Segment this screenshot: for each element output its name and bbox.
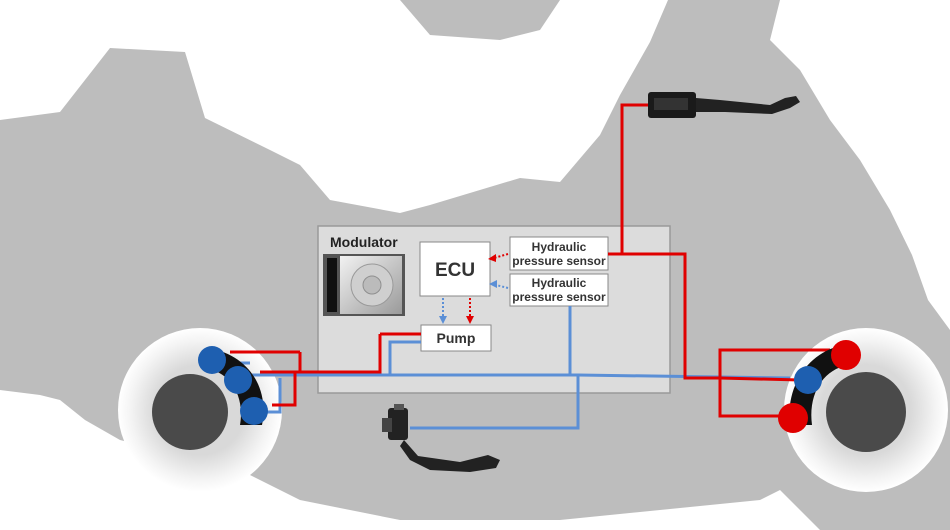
- ecu-label: ECU: [435, 260, 475, 281]
- front-caliper-piston: [240, 397, 268, 425]
- front-caliper: [198, 346, 268, 425]
- modulator-label: Modulator: [330, 234, 398, 250]
- front-caliper-piston: [224, 366, 252, 394]
- pump-box: [420, 324, 492, 352]
- motor-icon: [323, 254, 405, 316]
- front-brake-circuit-lines: [230, 103, 830, 418]
- hand-brake-lever-icon: [648, 92, 800, 118]
- rear-caliper: [778, 340, 861, 433]
- rear-caliper-piston: [794, 366, 822, 394]
- front-caliper-piston: [198, 346, 226, 374]
- signal-arrows: [439, 253, 509, 324]
- rear-pressure-sensor-box: [509, 273, 609, 307]
- rear-caliper-piston: [831, 340, 861, 370]
- pump-label: Pump: [437, 330, 476, 346]
- foot-brake-pedal-icon: [382, 404, 500, 472]
- ecu-box: [419, 241, 491, 297]
- front-pressure-sensor-box: [509, 236, 609, 271]
- rear-caliper-piston: [778, 403, 808, 433]
